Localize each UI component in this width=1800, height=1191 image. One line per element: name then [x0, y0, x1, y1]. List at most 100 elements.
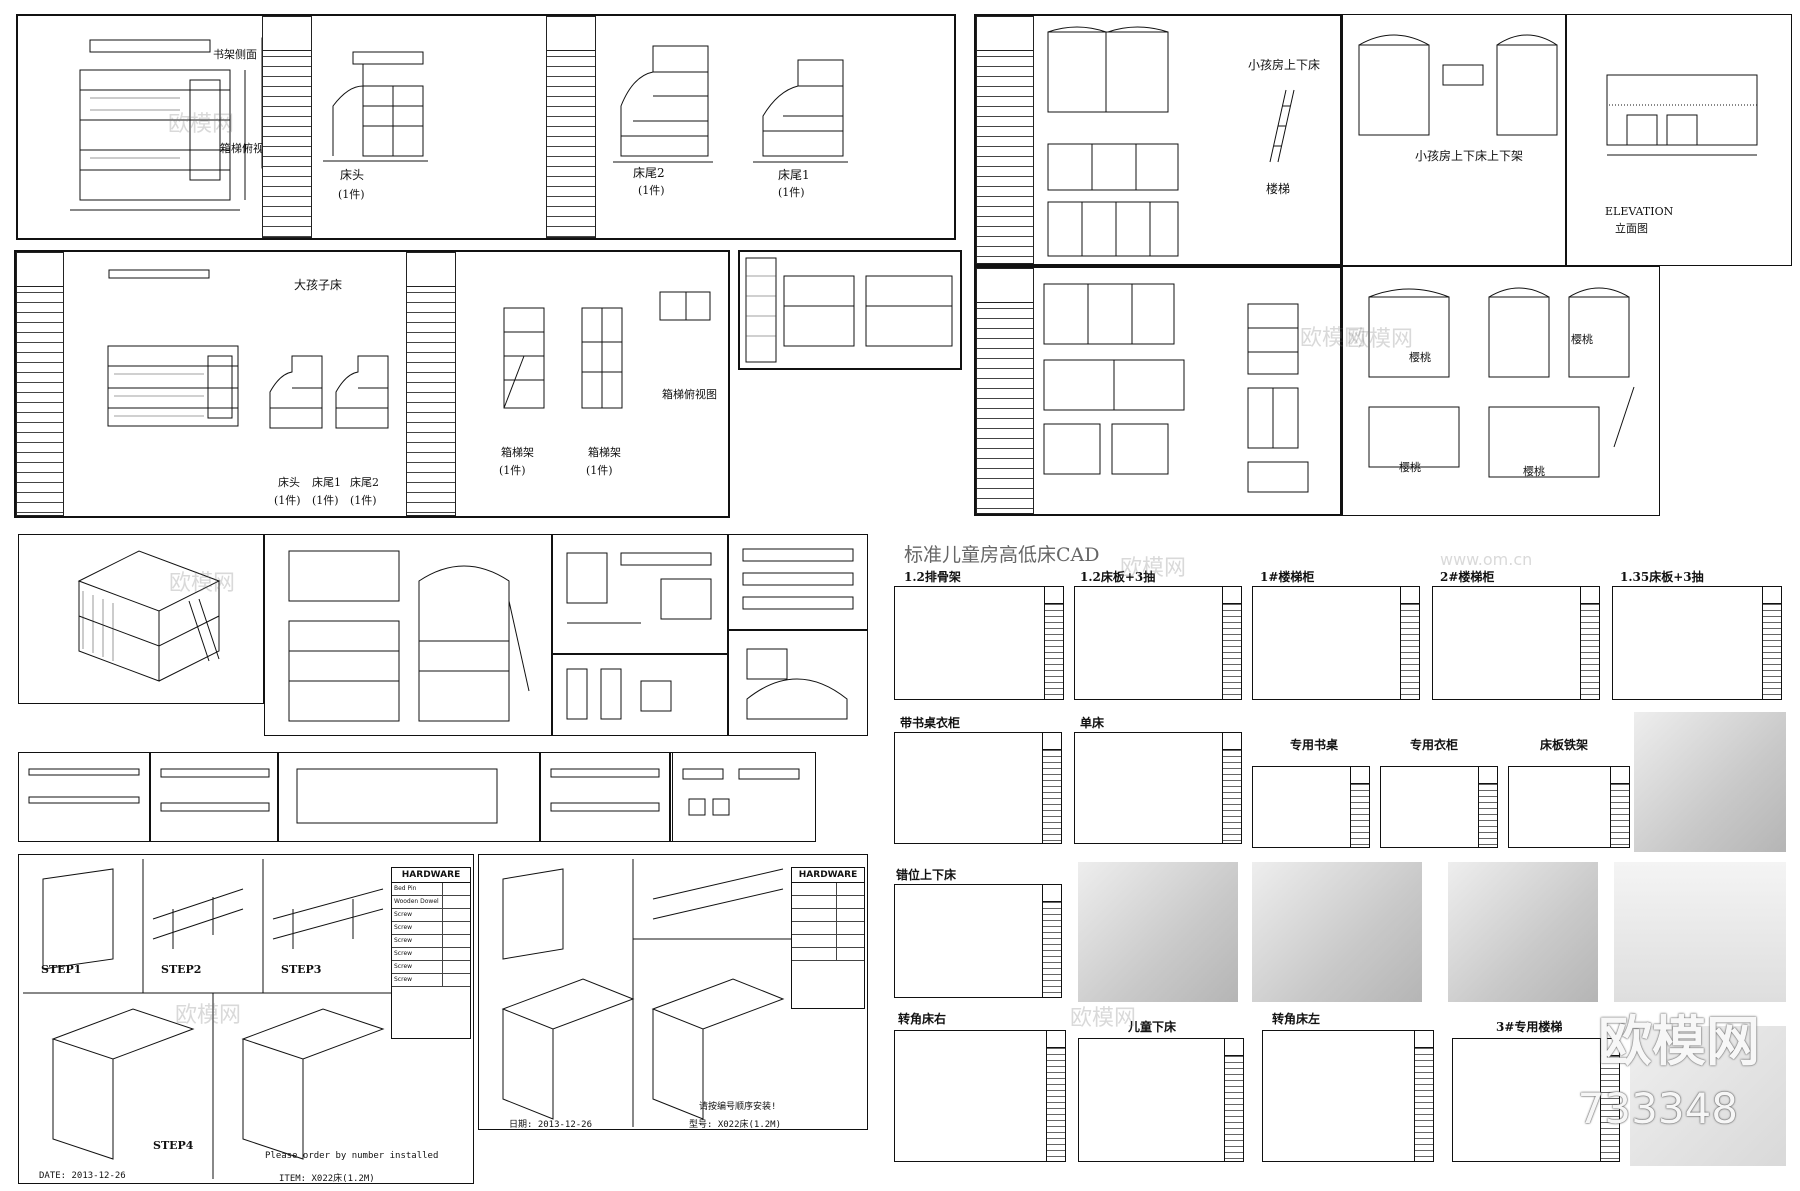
- sheet-child-bunk-shelf: 小孩房上下床上下架: [1342, 14, 1566, 266]
- install-note: Please order by number installed: [265, 1151, 439, 1161]
- catalog-sheet: [1074, 586, 1242, 700]
- catalog-sheet: [894, 586, 1064, 700]
- child-bunk-shelf-title: 小孩房上下床上下架: [1415, 149, 1524, 163]
- sheet-part-details-d: [728, 630, 868, 736]
- title-strip: [1350, 767, 1369, 847]
- part-details-b-drawing: [566, 668, 672, 720]
- title-block-header: [977, 17, 1033, 51]
- sheet-cherry-wardrobe: 樱桃 樱桃 樱桃 樱桃 欧模网: [1342, 266, 1660, 516]
- catalog-r2-3-label: 专用衣柜: [1410, 738, 1459, 752]
- hw-cell: [792, 896, 837, 908]
- room-render: [1614, 862, 1786, 1002]
- title-strip: [1044, 587, 1063, 699]
- title-block-header: [263, 17, 311, 51]
- catalog-sheet: [894, 732, 1062, 844]
- watermark-large: 欧模网: [1598, 1010, 1760, 1073]
- title-block-header: [407, 253, 455, 287]
- step2-label: STEP2: [161, 963, 202, 976]
- hw-cell: [792, 909, 837, 921]
- title-strip: [1222, 587, 1241, 699]
- catalog-sheet: [1380, 766, 1498, 848]
- big-bed-tail2-drawing: [335, 355, 389, 429]
- title-strip: [1600, 1039, 1619, 1161]
- tail2-qty: (1件): [638, 184, 665, 197]
- hw-row: [792, 909, 864, 922]
- big-bed-front-drawing: [107, 345, 239, 427]
- title-strip: [1478, 767, 1497, 847]
- catalog-sheet: [1262, 1030, 1434, 1162]
- bed-tail2-drawing: [613, 45, 713, 163]
- catalog-r1-0-label: 1.2排骨架: [904, 570, 961, 584]
- small-parts-drawing: [682, 768, 800, 816]
- watermark-id: 733348: [1577, 1084, 1738, 1133]
- sheet-rail-b: [150, 752, 278, 842]
- ladder-drawing: [1269, 89, 1295, 163]
- rail-c-drawing: [550, 768, 660, 812]
- sheet-child-room-details: [974, 266, 1342, 516]
- title-block-2: [546, 16, 596, 238]
- sheet-bunk-front-views: [264, 534, 552, 736]
- catalog-sheet: [1078, 1038, 1244, 1162]
- hw-name: Screw: [392, 961, 443, 973]
- hardware-table-2: HARDWARE: [791, 867, 865, 1009]
- bunk-render-4: [1448, 862, 1598, 1002]
- ladder-frame1-qty: (1件): [499, 464, 526, 477]
- part-details-c-drawing: [742, 548, 854, 610]
- ladder-label: 楼梯: [1266, 182, 1291, 196]
- child-bunk-shelf-drawing: [1358, 34, 1558, 136]
- child-bunk-title: 小孩房上下床: [1248, 58, 1321, 72]
- big-bed-tail1-qty: (1件): [312, 494, 339, 507]
- sheet-assembly-1: STEP1 STEP2 STEP3 STEP4 Please order by …: [18, 854, 474, 1184]
- elevation-cn-label: 立面图: [1615, 222, 1648, 235]
- catalog-sheet: [1452, 1038, 1620, 1162]
- hw-row: Screw: [392, 974, 470, 987]
- sheet-bunk-elevations: 书架侧面 箱梯俯视图 床头 (1件) 床尾2 (1件): [16, 14, 956, 240]
- assembly2-order: 请按编号顺序安装!: [699, 1102, 777, 1112]
- hw-cell: [792, 948, 837, 960]
- bed-head-drawing: [323, 51, 428, 162]
- tail2-label: 床尾2: [633, 166, 665, 180]
- assembly2-model: 型号: X022床(1.2M): [689, 1120, 782, 1130]
- hw-row: Screw: [392, 961, 470, 974]
- title-block: [976, 268, 1034, 514]
- hw-row: Bed Pin: [392, 883, 470, 896]
- big-bed-head-qty: (1件): [274, 494, 301, 507]
- bed-top-rail-drawing: [108, 269, 210, 279]
- panel-drawing: [296, 768, 498, 824]
- sheet-big-kid-bed: 大孩子床 床头 床尾1 床尾2 (1件) (1件) (1件) 箱梯架 箱梯架 (…: [14, 250, 730, 518]
- sheet-child-room-bunk: 小孩房上下床 楼梯: [974, 14, 1342, 266]
- isometric-bunk-drawing: [77, 550, 221, 682]
- title-strip: [1042, 733, 1061, 843]
- cherry-label-1: 樱桃: [1409, 351, 1431, 364]
- ladder-frame2-qty: (1件): [586, 464, 613, 477]
- hw-name: Screw: [392, 935, 443, 947]
- catalog-r4-0-label: 转角床右: [898, 1012, 947, 1026]
- big-bed-tail2-qty: (1件): [350, 494, 377, 507]
- part-details-d-drawing: [746, 648, 848, 720]
- title-block: [262, 16, 312, 238]
- sheet-part-details-c: [728, 534, 868, 630]
- elevation-label: ELEVATION: [1605, 205, 1674, 218]
- title-block: [16, 252, 64, 516]
- hw-cell: [792, 883, 837, 895]
- hw-cell: [792, 922, 837, 934]
- child-bunk-elevation-drawing: [1047, 26, 1179, 257]
- hw-row: [792, 948, 864, 961]
- ladder-top-view-drawing: [659, 291, 711, 321]
- sheet-panel: [278, 752, 540, 842]
- title-block-header: [547, 17, 595, 51]
- big-bed-tail2-label: 床尾2: [350, 476, 379, 489]
- catalog-r2-0-label: 带书桌衣柜: [900, 716, 961, 730]
- hw-row: Screw: [392, 922, 470, 935]
- tail1-qty: (1件): [778, 186, 805, 199]
- catalog-r4-1-label: 儿童下床: [1128, 1020, 1177, 1034]
- title-strip: [1610, 767, 1629, 847]
- title-block: [976, 16, 1034, 264]
- assembly-steps-drawing: [23, 859, 403, 1179]
- catalog-r2-2-label: 专用书桌: [1290, 738, 1339, 752]
- title-block-2: [406, 252, 456, 516]
- bunk-render-2: [1078, 862, 1238, 1002]
- ladder-render: [1630, 1026, 1786, 1166]
- title-strip: [1762, 587, 1781, 699]
- cherry-label-4: 樱桃: [1523, 465, 1545, 478]
